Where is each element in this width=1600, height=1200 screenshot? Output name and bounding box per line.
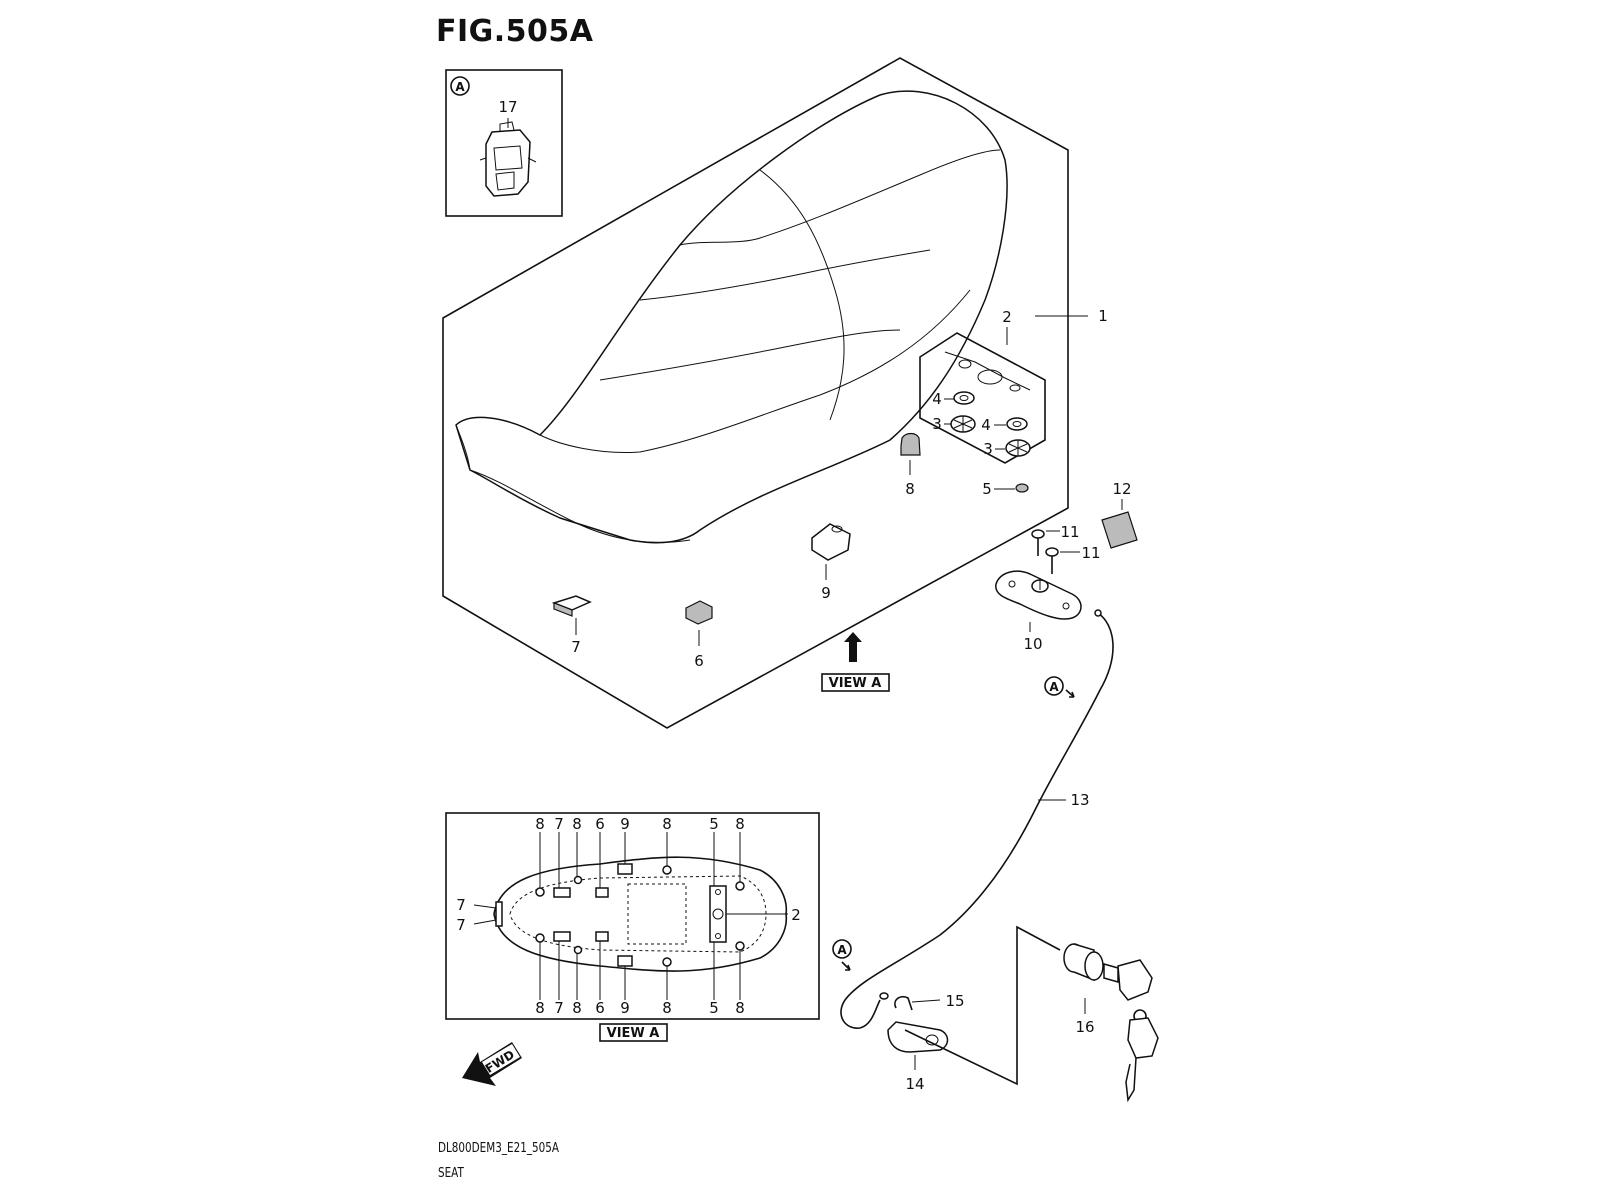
callout-6: 6 (694, 652, 704, 670)
callout-a-lower (832, 939, 852, 959)
svg-text:8: 8 (572, 815, 582, 833)
cushion-8 (900, 432, 921, 456)
svg-text:7: 7 (456, 896, 466, 914)
svg-text:A: A (837, 943, 847, 957)
callout-4b: 4 (981, 416, 991, 434)
callout-13: 13 (1070, 791, 1089, 809)
cushion-6 (685, 600, 713, 625)
washer-4b (1006, 417, 1028, 431)
view-a-top-labels: 8 7 8 6 9 8 5 8 (535, 815, 745, 833)
cushion-7 (551, 595, 592, 617)
callout-7: 7 (571, 638, 581, 656)
view-a-cushions (495, 863, 727, 967)
washer-4a (953, 391, 975, 405)
view-a-bottom-label: VIEW A (607, 1026, 660, 1041)
view-a-bottom-label-box (599, 1023, 668, 1042)
callout-9: 9 (821, 584, 831, 602)
seat-lock-latch-10 (995, 570, 1082, 620)
view-a-label-box (821, 673, 890, 692)
clip-17-part (479, 121, 537, 197)
cushion-9 (811, 523, 851, 561)
callout-3b: 3 (983, 440, 993, 458)
model-code: DL800DEM3_E21_505A (438, 1141, 559, 1156)
lock-leader-lines (904, 925, 1061, 1086)
grommet-3a (950, 415, 976, 433)
inset-a-box: A 17 (445, 69, 563, 217)
svg-text:6: 6 (595, 815, 605, 833)
callout-1: 1 (1098, 307, 1108, 325)
view-a-side-labels: 7 7 2 (456, 896, 801, 934)
callout-12: 12 (1112, 480, 1131, 498)
svg-text:7: 7 (456, 916, 466, 934)
clip-15 (894, 995, 913, 1011)
svg-text:9: 9 (620, 815, 630, 833)
callout-11b: 11 (1081, 544, 1100, 562)
fwd-arrow-icon: FWD (462, 1042, 522, 1086)
seat-view-frame (442, 57, 1069, 729)
callout-a-upper (1044, 676, 1064, 696)
svg-text:8: 8 (662, 999, 672, 1017)
svg-text:A: A (1049, 680, 1059, 694)
callout-5: 5 (982, 480, 992, 498)
nut-5 (1015, 483, 1029, 493)
svg-text:5: 5 (709, 999, 719, 1017)
callout-4a: 4 (932, 390, 942, 408)
callout-2: 2 (1002, 308, 1012, 326)
svg-text:7: 7 (554, 999, 564, 1017)
grommet-3b (1005, 439, 1031, 457)
view-a-bottom-labels: 8 7 8 6 9 8 5 8 (535, 999, 745, 1017)
label-12 (1101, 511, 1138, 549)
hinge-plate-2 (919, 332, 1046, 464)
figure-name: SEAT (438, 1166, 464, 1181)
seat-lock-cable-13 (840, 612, 1114, 1029)
callout-15: 15 (945, 992, 964, 1010)
svg-text:9: 9 (620, 999, 630, 1017)
callout-3a: 3 (932, 415, 942, 433)
view-a-frame (445, 812, 820, 1020)
view-a-arrow (844, 632, 862, 662)
svg-text:2: 2 (791, 906, 801, 924)
figure-title: FIG.505A (436, 14, 594, 49)
svg-text:8: 8 (735, 999, 745, 1017)
callout-11a: 11 (1060, 523, 1079, 541)
screw-11b (1045, 547, 1059, 574)
seat-part-1 (455, 90, 1008, 544)
svg-text:7: 7 (554, 815, 564, 833)
callout-10: 10 (1023, 635, 1042, 653)
callout-8: 8 (905, 480, 915, 498)
svg-text:6: 6 (595, 999, 605, 1017)
callout-17: 17 (498, 98, 517, 116)
view-a-leaders (473, 832, 788, 1000)
callout-14: 14 (905, 1075, 924, 1093)
view-a-label: VIEW A (829, 676, 882, 691)
callout-16: 16 (1075, 1018, 1094, 1036)
svg-text:8: 8 (572, 999, 582, 1017)
svg-text:8: 8 (662, 815, 672, 833)
svg-text:8: 8 (535, 999, 545, 1017)
svg-text:8: 8 (735, 815, 745, 833)
svg-text:5: 5 (709, 815, 719, 833)
seat-lock-set-16 (1063, 943, 1159, 1103)
screw-11a (1031, 529, 1045, 556)
svg-text:8: 8 (535, 815, 545, 833)
inset-a-letter: A (455, 80, 465, 94)
view-a-cushions-8 (535, 865, 745, 967)
